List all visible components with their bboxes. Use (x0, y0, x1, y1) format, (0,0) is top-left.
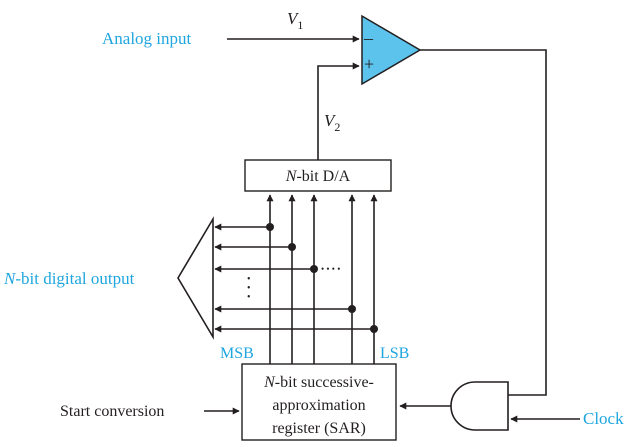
comparator-minus-sign: – (363, 28, 374, 48)
comparator-plus-sign: + (364, 54, 374, 74)
lsb-label: LSB (380, 345, 409, 362)
comparator (361, 14, 422, 86)
vertical-ellipsis: • • • (247, 274, 253, 303)
junction-dot (288, 243, 296, 251)
sar-label-line-1: N-bit successive- (263, 374, 374, 391)
clock-label: Clock (583, 409, 624, 428)
comparator-output-wire (420, 49, 547, 396)
sar-box (241, 363, 397, 441)
dac-label: N-bit D/A (285, 168, 351, 185)
junction-dot (370, 325, 378, 333)
horizontal-ellipsis: • • • • (321, 264, 340, 274)
analog-input-label: Analog input (102, 29, 192, 48)
junction-dot (310, 265, 318, 273)
and-gate (450, 381, 509, 431)
sar-label-line-3: register (SAR) (272, 420, 366, 437)
dac-box (244, 159, 392, 192)
start-conversion-label: Start conversion (60, 403, 164, 420)
v2-wire (317, 62, 360, 160)
v1-label: V1 (287, 9, 303, 32)
v2-label: V2 (324, 111, 340, 134)
digital-output-label: N-bit digital output (3, 269, 135, 288)
junction-dot (266, 223, 274, 231)
sar-label-line-2: approximation (272, 397, 365, 414)
output-bus-bracket (177, 216, 214, 340)
junction-dot (348, 305, 356, 313)
msb-label: MSB (220, 345, 254, 362)
